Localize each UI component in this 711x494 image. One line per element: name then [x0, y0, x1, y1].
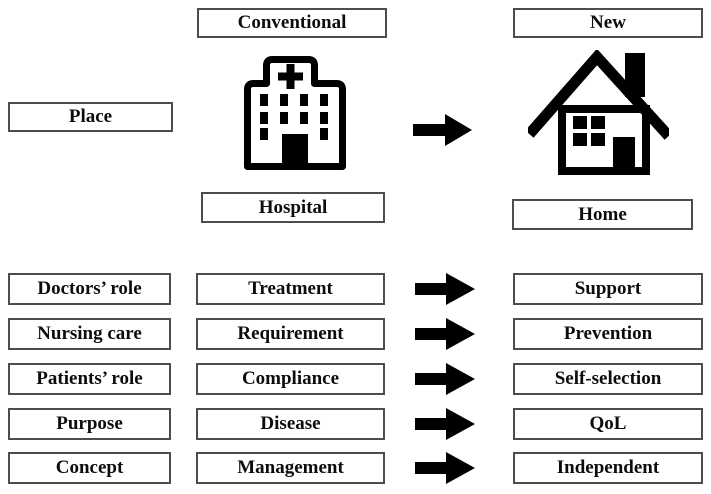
- arrow-right-icon: [415, 408, 475, 440]
- arrow-right-icon: [413, 114, 472, 146]
- hospital-value-box: Hospital: [201, 192, 385, 223]
- row-conventional-box: Compliance: [196, 363, 385, 395]
- row-label-box: Purpose: [8, 408, 171, 440]
- arrow-right-icon: [415, 363, 475, 395]
- row-label-box: Patients’ role: [8, 363, 171, 395]
- home-value-box: Home: [512, 199, 693, 230]
- place-label-box: Place: [8, 102, 173, 132]
- row-new-box: QoL: [513, 408, 703, 440]
- arrow-right-icon: [415, 273, 475, 305]
- hospital-icon: [244, 56, 346, 170]
- row-conventional-box: Requirement: [196, 318, 385, 350]
- row-new-box: Independent: [513, 452, 703, 484]
- row-conventional-box: Management: [196, 452, 385, 484]
- row-new-box: Support: [513, 273, 703, 305]
- arrow-right-icon: [415, 318, 475, 350]
- arrow-right-icon: [415, 452, 475, 484]
- row-conventional-box: Treatment: [196, 273, 385, 305]
- row-new-box: Self-selection: [513, 363, 703, 395]
- conventional-header-box: Conventional: [197, 8, 387, 38]
- row-label-box: Doctors’ role: [8, 273, 171, 305]
- row-new-box: Prevention: [513, 318, 703, 350]
- row-label-box: Nursing care: [8, 318, 171, 350]
- row-label-box: Concept: [8, 452, 171, 484]
- home-icon: [528, 50, 669, 175]
- new-header-box: New: [513, 8, 703, 38]
- row-conventional-box: Disease: [196, 408, 385, 440]
